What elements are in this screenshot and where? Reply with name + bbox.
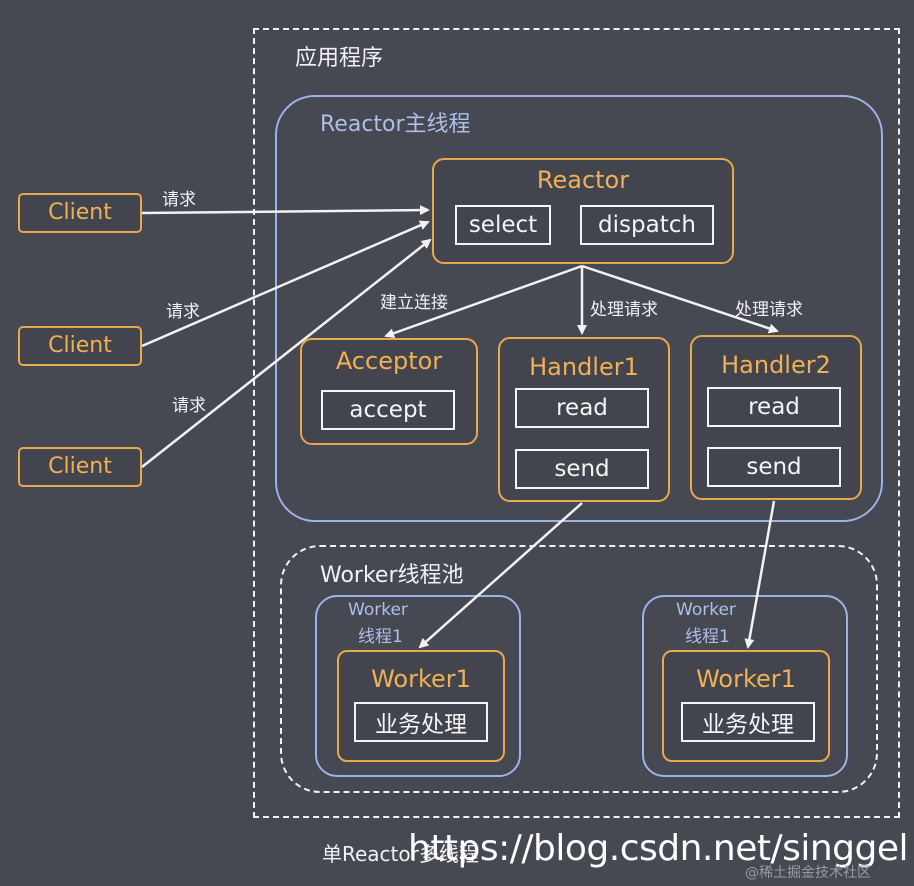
worker-pool-container (280, 545, 878, 793)
handler2-title: Handler2 (721, 351, 831, 379)
worker1-left-title: Worker1 (371, 665, 471, 693)
client-3-label: Client (48, 454, 112, 479)
handler2-send-box: send (707, 447, 841, 487)
arrow-reactor-to-acceptor (384, 264, 583, 339)
worker1-left-node: Worker1 (337, 650, 505, 762)
handler1-send-box: send (515, 449, 649, 489)
handler1-title: Handler1 (529, 353, 639, 381)
dispatch-box: dispatch (580, 205, 714, 245)
accept-box: accept (321, 390, 455, 430)
label-client2-request: 请求 (166, 302, 200, 322)
worker-thread-1-box (315, 595, 521, 777)
reactor-main-thread-box (275, 95, 883, 522)
arrow-client1-to-reactor (141, 205, 430, 216)
client-2: Client (18, 326, 142, 366)
worker1-right-title: Worker1 (696, 665, 796, 693)
watermark-juejin: @稀土掘金技术社区 (745, 865, 871, 881)
client-1-label: Client (48, 200, 112, 225)
worker-thread-1-sub: 线程1 (358, 627, 403, 647)
business-process-left-box: 业务处理 (354, 702, 488, 742)
handler1-read-box: read (515, 388, 649, 428)
application-title: 应用程序 (295, 46, 384, 71)
label-process-request-1: 处理请求 (590, 300, 658, 320)
business-process-right-box: 业务处理 (681, 702, 815, 742)
handler2-read-box: read (707, 387, 841, 427)
worker-pool-title: Worker线程池 (320, 563, 464, 588)
worker1-right-node: Worker1 (662, 650, 830, 762)
label-client3-request: 请求 (172, 396, 206, 416)
reactor-main-thread-title: Reactor主线程 (320, 112, 471, 137)
select-box: select (455, 205, 551, 245)
label-establish-connection: 建立连接 (380, 293, 448, 313)
client-3: Client (18, 447, 142, 487)
handler1-node: Handler1 (498, 337, 670, 502)
worker-thread-2-box (642, 595, 848, 777)
arrow-handler1-to-worker1 (418, 502, 583, 649)
reactor-title: Reactor (536, 166, 630, 194)
worker-thread-1-name: Worker (348, 600, 408, 620)
diagram-caption: 单Reactor多线程 (322, 842, 479, 866)
worker-thread-2-sub: 线程1 (685, 627, 730, 647)
application-container (253, 28, 900, 818)
client-1: Client (18, 193, 142, 233)
reactor-node: Reactor (432, 158, 734, 264)
label-process-request-2: 处理请求 (735, 300, 803, 320)
arrow-client3-to-reactor (141, 238, 432, 468)
worker-thread-2-name: Worker (676, 600, 736, 620)
arrow-reactor-to-handler2 (581, 264, 779, 334)
arrow-handler2-to-worker1 (744, 500, 776, 649)
handler2-node: Handler2 (690, 335, 862, 500)
arrow-client2-to-reactor (141, 220, 430, 348)
label-client1-request: 请求 (162, 190, 196, 210)
acceptor-title: Acceptor (335, 347, 443, 375)
client-2-label: Client (48, 333, 112, 358)
watermark-url: https://blog.csdn.net/singgel (408, 828, 909, 869)
